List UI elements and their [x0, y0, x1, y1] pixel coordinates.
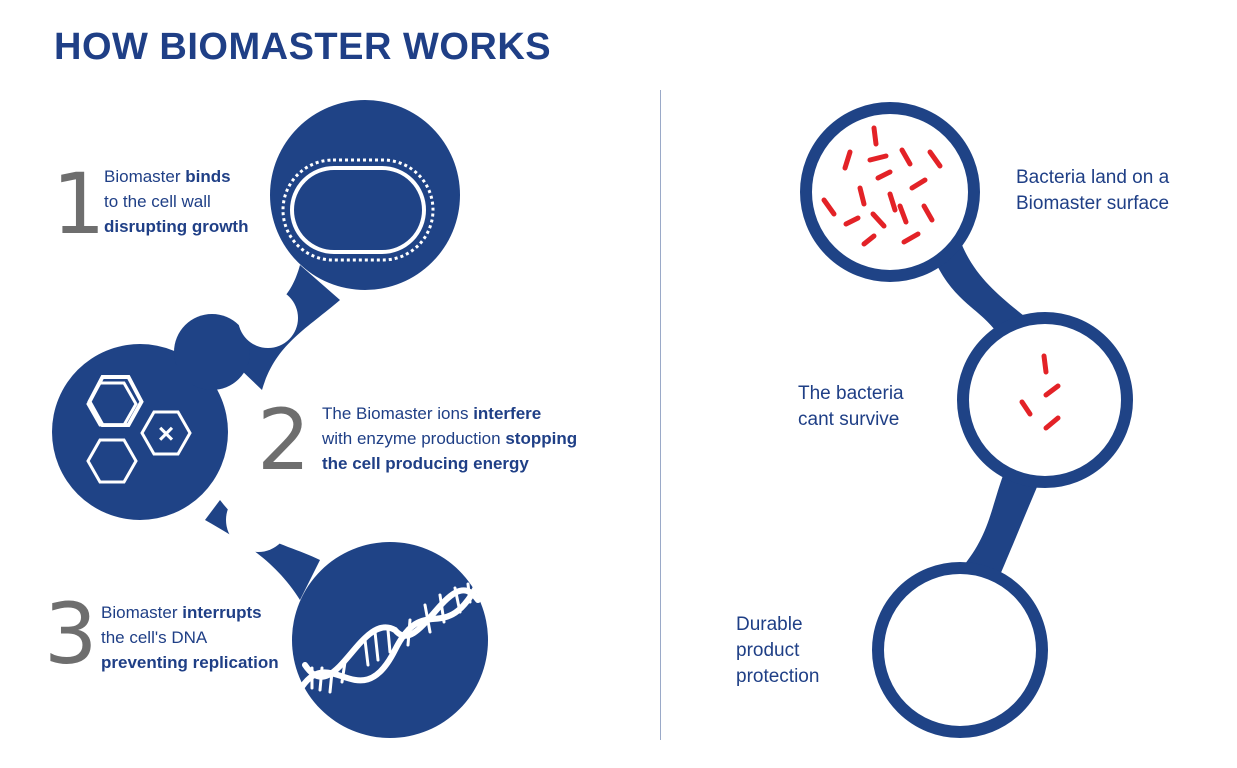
bacteria-many-icon — [821, 125, 943, 247]
step-1-text: Biomaster binds to the cell wall disrupt… — [104, 167, 249, 236]
ring-stage-3 — [872, 562, 1048, 738]
step-number-3: 3 — [44, 585, 98, 683]
stage-2-label: The bacteria cant survive — [798, 383, 904, 430]
bacterium-cell-icon — [281, 158, 435, 262]
ring-stage-2 — [957, 312, 1133, 488]
stage-1-label: Bacteria land on a Biomaster surface — [1016, 167, 1170, 214]
page-title: HOW BIOMASTER WORKS — [54, 26, 552, 68]
step-number-2: 2 — [257, 391, 311, 489]
blocked-molecule-icon: × — [86, 375, 192, 484]
bacteria-few-icon — [1019, 353, 1061, 431]
step-3-text: Biomaster interrupts the cell's DNA prev… — [101, 603, 279, 672]
step-2-text: The Biomaster ions interfere with enzyme… — [322, 404, 578, 473]
step-number-1: 1 — [52, 155, 106, 253]
column-divider — [660, 90, 661, 740]
dna-helix-icon — [297, 577, 483, 694]
circle-step-1 — [270, 100, 460, 290]
connector-a-b — [930, 240, 1035, 330]
svg-text:×: × — [158, 418, 174, 449]
left-connected-circles — [52, 100, 488, 738]
stage-3-label: Durable product protection — [736, 614, 820, 687]
connector-b-c — [960, 470, 1040, 575]
